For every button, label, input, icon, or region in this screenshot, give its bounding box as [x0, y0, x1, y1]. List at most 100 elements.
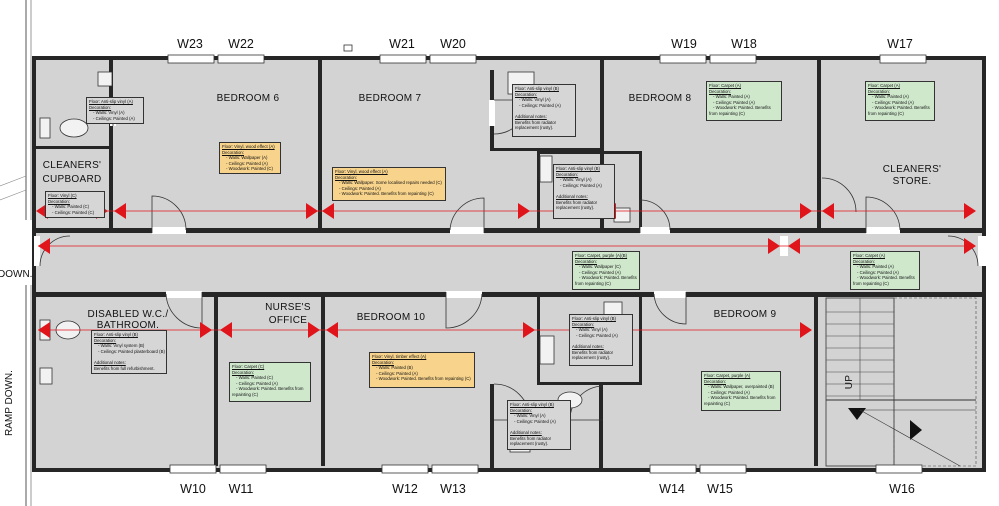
note-line: Additional notes:	[510, 429, 542, 435]
note-line: Floor: Vinyl, wood effect (A)	[335, 169, 388, 174]
note-line: Floor: Carpet (A)	[868, 83, 900, 88]
note-line: from repainting (C)	[868, 110, 904, 116]
note-line: Decoration:	[556, 171, 578, 177]
note-disabled-wc: Floor: Anti-slip vinyl (B)Decoration:- W…	[91, 330, 167, 374]
note-line: from repainting (C)	[575, 280, 611, 286]
note-line: Decoration:	[89, 104, 111, 110]
note-line: Additional notes:	[572, 343, 604, 349]
note-line: Benefits from radiator	[572, 349, 614, 355]
note-line: Decoration:	[335, 174, 357, 180]
note-line: - Ceilings: Painted (A)	[514, 418, 556, 424]
note-line: - Ceilings: Painted plasterboard (B)	[98, 348, 165, 354]
label-cleaners-store-2: STORE.	[893, 176, 932, 187]
note-bedroom-7: Floor: Vinyl, wood effect (A)Decoration:…	[332, 167, 446, 201]
interior-walls	[34, 60, 984, 468]
note-line: - Woodwork: Painted. Benefits from	[708, 395, 776, 401]
note-line: Floor: Anti-slip vinyl (B)	[510, 402, 554, 407]
note-line: Floor: Vinyl, wood effect (A)	[222, 144, 275, 149]
note-ensuite-10: Floor: Anti-slip vinyl (B)Decoration:- W…	[507, 400, 571, 450]
windows-top	[167, 44, 927, 64]
note-line: Decoration:	[232, 369, 254, 375]
note-line: replacement (rusty).	[510, 441, 549, 447]
note-corridor-east: Floor: Carpet (A)Decoration:- Walls: Pai…	[850, 251, 920, 290]
window-label-w16: W16	[889, 482, 915, 496]
stair	[825, 297, 977, 467]
note-line: - Ceilings: Painted (A)	[579, 269, 621, 275]
corridor	[36, 232, 982, 292]
note-line: Floor: Carpet, purple (A)(B)	[575, 253, 628, 258]
window-label-w10: W10	[180, 482, 206, 496]
note-line: - Woodwork: Painted. Benefits from repai…	[376, 376, 471, 382]
note-line: Additional notes:	[515, 113, 547, 119]
note-line: - Ceilings: Painted (A)	[339, 185, 381, 191]
label-bedroom-10: BEDROOM 10	[357, 312, 426, 323]
note-bedroom-8: Floor: Carpet (A)Decoration:- Walls: Pai…	[706, 81, 782, 121]
window-label-w20: W20	[440, 37, 466, 51]
note-line: Benefits from radiator	[510, 435, 552, 441]
note-line: - Walls: Vinyl (A)	[576, 327, 608, 333]
note-line: replacement (rusty).	[572, 355, 611, 361]
note-line: from repainting (C)	[853, 280, 889, 286]
note-line: repainting (C)	[232, 391, 259, 397]
note-line: Floor: Carpet (A)	[709, 83, 741, 88]
note-line: Floor: Carpet (C)	[232, 364, 265, 369]
note-line: - Walls: Painted (A)	[713, 94, 750, 100]
note-line: Floor: Vinyl, timber effect (A)	[372, 354, 427, 359]
note-line: - Walls: Painted (C)	[236, 375, 274, 381]
note-line: Floor: Vinyl (C)	[48, 193, 77, 198]
note-line: Floor: Anti-slip vinyl (B)	[572, 316, 616, 321]
note-line: Floor: Carpet, purple (A)	[704, 373, 751, 378]
note-line: - Walls: Vinyl (A)	[514, 413, 546, 419]
label-disabled-wc-1: DISABLED W.C./	[88, 309, 169, 320]
note-line: replacement (rusty).	[556, 205, 595, 211]
note-line: - Walls: Wallpaper (C)	[579, 264, 621, 270]
note-line: Floor: Anti-slip vinyl (A)	[89, 99, 133, 104]
note-line: Decoration:	[94, 337, 116, 343]
note-corridor-west: Floor: Carpet, purple (A)(B)Decoration:-…	[572, 251, 640, 290]
note-cleaners-store: Floor: Carpet (A)Decoration:- Walls: Pai…	[865, 81, 935, 121]
note-line: - Walls: Painted (A)	[857, 264, 894, 270]
note-ensuite-9: Floor: Anti-slip vinyl (B)Decoration:- W…	[569, 314, 633, 366]
note-line: Decoration:	[372, 359, 394, 365]
note-line: Benefits from full refurbishment.	[94, 365, 155, 371]
note-line: Decoration:	[515, 91, 537, 97]
note-line: - Walls: Vinyl system (B)	[98, 343, 145, 349]
note-line: Decoration:	[575, 258, 597, 264]
window-label-w12: W12	[392, 482, 418, 496]
window-label-w23: W23	[177, 37, 203, 51]
label-bedroom-9: BEDROOM 9	[714, 309, 777, 320]
note-line: repainting (C)	[704, 400, 731, 406]
label-bedroom-6: BEDROOM 6	[217, 93, 280, 104]
note-line: Decoration:	[222, 149, 244, 155]
note-line: - Walls: Vinyl (A)	[560, 177, 592, 183]
note-line: - Walls: Vinyl (A)	[93, 110, 125, 116]
label-disabled-wc-2: BATHROOM.	[97, 320, 160, 331]
note-line: - Walls: Painted (C)	[52, 204, 90, 210]
note-line: Decoration:	[704, 378, 726, 384]
window-label-w17: W17	[887, 37, 913, 51]
windows-bottom	[169, 464, 923, 474]
note-wc-top: Floor: Anti-slip vinyl (A)Decoration:- W…	[86, 97, 144, 124]
note-bedroom-10: Floor: Vinyl, timber effect (A)Decoratio…	[369, 352, 475, 388]
note-line: - Ceilings: Painted (A)	[226, 160, 268, 166]
note-line: - Woodwork: Painted. Benefits	[857, 275, 915, 281]
note-line: - Ceilings: Painted (A)	[708, 389, 750, 395]
label-bedroom-8: BEDROOM 8	[629, 93, 692, 104]
note-line: - Woodwork: Painted. Benefits from	[236, 386, 304, 392]
label-nurses-office-1: NURSE'S	[265, 302, 311, 313]
label-cleaners-cupboard-1: CLEANERS'	[43, 160, 102, 171]
note-line: - Walls: Wallpaper (A)	[226, 155, 268, 161]
label-ramp-down: RAMP DOWN.	[4, 370, 15, 436]
note-line: - Woodwork: Painted. Benefits	[713, 105, 771, 111]
note-line: Additional notes:	[94, 359, 126, 365]
note-line: - Ceilings: Painted (A)	[519, 102, 561, 108]
note-line: Floor: Anti-slip vinyl (B)	[515, 86, 559, 91]
note-line: - Woodwork: Painted. Benefits from repai…	[339, 191, 434, 197]
note-line: - Ceilings: Painted (C)	[52, 209, 95, 215]
window-label-w19: W19	[671, 37, 697, 51]
note-line: Decoration:	[510, 407, 532, 413]
note-line: Floor: Anti-slip vinyl (B)	[556, 166, 600, 171]
label-stair-up: UP	[844, 375, 855, 390]
window-label-w18: W18	[731, 37, 757, 51]
